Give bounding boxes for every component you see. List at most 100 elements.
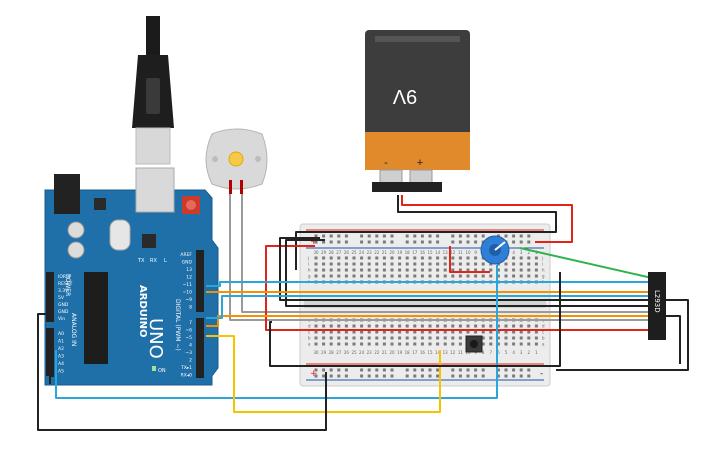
potentiometer-indicator bbox=[494, 241, 506, 251]
breadboard-column-number: 7 bbox=[490, 350, 493, 355]
breadboard-hole bbox=[436, 274, 440, 278]
pin-label: Vin bbox=[58, 316, 65, 322]
breadboard-hole bbox=[413, 234, 417, 238]
rail-plus-label: + bbox=[310, 369, 318, 379]
breadboard-hole bbox=[451, 256, 455, 260]
battery-minus-label: - bbox=[384, 157, 388, 169]
digital-header-label: DIGITAL (PWM ~) bbox=[174, 299, 181, 351]
l293d-driver[interactable]: L293D bbox=[648, 272, 666, 340]
breadboard-hole bbox=[534, 336, 538, 340]
breadboard-hole bbox=[466, 374, 470, 378]
breadboard-hole bbox=[314, 262, 318, 266]
wire-blue bbox=[206, 295, 650, 319]
pin-label: 2 bbox=[189, 358, 192, 364]
breadboard-column-number: 19 bbox=[397, 250, 403, 255]
breadboard-hole bbox=[496, 368, 500, 372]
breadboard-hole bbox=[390, 336, 394, 340]
breadboard-hole bbox=[382, 342, 386, 346]
battery-band bbox=[365, 132, 470, 170]
breadboard-hole bbox=[367, 274, 371, 278]
breadboard-hole bbox=[390, 256, 394, 260]
breadboard-column-number: 27 bbox=[336, 350, 342, 355]
breadboard-hole bbox=[481, 374, 485, 378]
capacitor bbox=[67, 221, 85, 239]
breadboard-hole bbox=[466, 240, 470, 244]
breadboard-hole bbox=[398, 342, 402, 346]
breadboard-hole bbox=[344, 342, 348, 346]
breadboard-hole bbox=[458, 324, 462, 328]
motor-terminal bbox=[240, 180, 243, 194]
breadboard-hole bbox=[375, 368, 379, 372]
breadboard-column-numbers: 3030292928282727262625252424232322222121… bbox=[313, 250, 538, 355]
breadboard-hole bbox=[519, 240, 523, 244]
breadboard-hole bbox=[527, 262, 531, 266]
breadboard-column-number: 4 bbox=[512, 350, 515, 355]
breadboard-hole bbox=[344, 374, 348, 378]
breadboard-hole bbox=[344, 262, 348, 266]
breadboard-hole bbox=[314, 256, 318, 260]
breadboard-row-letter: b bbox=[542, 336, 545, 341]
breadboard-hole bbox=[329, 368, 333, 372]
breadboard-column-number: 25 bbox=[351, 250, 357, 255]
breadboard-hole bbox=[428, 268, 432, 272]
breadboard-hole bbox=[322, 330, 326, 334]
power-header-label: POWER bbox=[64, 274, 71, 296]
potentiometer[interactable] bbox=[480, 235, 510, 265]
breadboard-hole bbox=[398, 256, 402, 260]
pin-label: ~3 bbox=[185, 350, 192, 356]
breadboard-column-number: 2 bbox=[528, 350, 531, 355]
pin-label: 7 bbox=[189, 320, 192, 326]
breadboard-hole bbox=[474, 330, 478, 334]
breadboard-column-number: 19 bbox=[397, 350, 403, 355]
breadboard-hole bbox=[382, 240, 386, 244]
breadboard-row-letter: a bbox=[542, 342, 545, 347]
atmega-chip bbox=[84, 272, 108, 364]
breadboard-hole bbox=[322, 234, 326, 238]
breadboard-hole bbox=[474, 234, 478, 238]
breadboard-hole bbox=[451, 268, 455, 272]
breadboard-column-number: 22 bbox=[374, 250, 380, 255]
breadboard-column-number: 8 bbox=[482, 350, 485, 355]
pin-label: 13 bbox=[186, 267, 192, 273]
breadboard-hole bbox=[534, 274, 538, 278]
breadboard-hole bbox=[504, 262, 508, 266]
breadboard-hole bbox=[420, 342, 424, 346]
breadboard-hole bbox=[512, 240, 516, 244]
usb-cable[interactable] bbox=[132, 16, 174, 165]
breadboard-column-number: 30 bbox=[313, 350, 319, 355]
wire-black bbox=[269, 272, 561, 367]
dc-motor[interactable] bbox=[205, 128, 268, 194]
breadboard-hole bbox=[360, 336, 364, 340]
breadboard-hole bbox=[420, 234, 424, 238]
breadboard-hole bbox=[534, 342, 538, 346]
battery-9v[interactable]: 9V - + bbox=[365, 30, 470, 192]
push-button[interactable] bbox=[465, 335, 483, 353]
breadboard-hole bbox=[458, 256, 462, 260]
breadboard-hole bbox=[474, 274, 478, 278]
breadboard-hole bbox=[398, 262, 402, 266]
breadboard-hole bbox=[413, 330, 417, 334]
breadboard-hole bbox=[466, 234, 470, 238]
breadboard-hole bbox=[405, 262, 409, 266]
pin-label: A4 bbox=[58, 361, 64, 367]
breadboard-hole bbox=[496, 330, 500, 334]
breadboard-hole bbox=[329, 240, 333, 244]
breadboard-hole bbox=[481, 234, 485, 238]
breadboard-column-number: 30 bbox=[313, 250, 319, 255]
breadboard-hole bbox=[390, 268, 394, 272]
pin-label: GND bbox=[58, 302, 69, 308]
reset-button-cap bbox=[186, 200, 196, 210]
breadboard-hole bbox=[436, 256, 440, 260]
breadboard-hole bbox=[527, 368, 531, 372]
breadboard-hole bbox=[398, 330, 402, 334]
wire-red bbox=[265, 245, 650, 331]
breadboard-hole bbox=[322, 342, 326, 346]
pin-label: RESET bbox=[58, 281, 73, 287]
breadboard-column-number: 16 bbox=[420, 250, 426, 255]
breadboard-hole bbox=[519, 374, 523, 378]
wire-black bbox=[37, 313, 327, 431]
wire-black bbox=[279, 237, 650, 301]
breadboard-hole bbox=[481, 274, 485, 278]
